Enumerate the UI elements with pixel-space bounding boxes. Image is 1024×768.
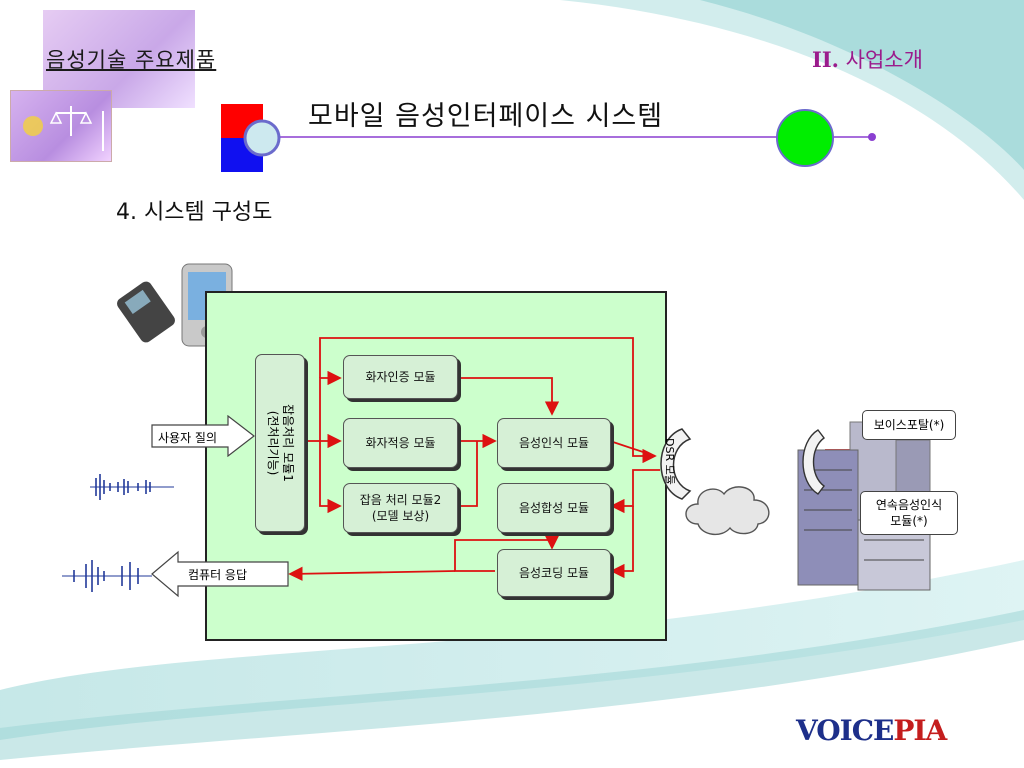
dsr-module-shape [660, 428, 692, 500]
speech-recognition-module: 음성인식 모듈 [497, 418, 611, 468]
output-waveform [62, 560, 152, 592]
network-cloud-icon [685, 486, 770, 535]
continuous-recognition-line2: 모듈(*) [890, 514, 928, 528]
dsr-module-label: DSR 모듈 [663, 438, 676, 485]
continuous-recognition-line1: 연속음성인식 [875, 498, 943, 512]
logo-pia: PIA [893, 714, 947, 747]
noise-module-2-line1: 잡음 처리 모듈2 [359, 493, 442, 507]
scales-icon [23, 106, 104, 151]
chapter-label: II. 사업소개 [812, 44, 923, 74]
speaker-auth-module: 화자인증 모듈 [343, 355, 458, 399]
noise-module-1: 잡음처리 모듈1 (전처리기능) [255, 354, 305, 532]
speech-synthesis-module: 음성합성 모듈 [497, 483, 611, 533]
header-photo-bottom [10, 90, 112, 162]
section-title: 음성기술 주요제품 [46, 48, 217, 72]
computer-response-arrow [151, 550, 289, 598]
subheading: 4. 시스템 구성도 [116, 200, 273, 225]
chapter-title: 사업소개 [845, 48, 923, 72]
title-underline [243, 109, 876, 167]
speech-coding-module: 음성코딩 모듈 [497, 549, 611, 597]
speaker-adapt-module: 화자적응 모듈 [343, 418, 458, 468]
noise-module-1-label: 잡음처리 모듈1 (전처리기능) [265, 404, 295, 482]
slide-title: 모바일 음성인터페이스 시스템 [308, 101, 664, 132]
noise-module-2-line2: (모델 보상) [371, 509, 430, 523]
continuous-recognition-module: 연속음성인식 모듈(*) [860, 491, 958, 535]
user-query-arrow [151, 415, 255, 457]
noise-module-2: 잡음 처리 모듈2 (모델 보상) [343, 483, 458, 533]
noise-module-1-line2: (전처리기능) [266, 410, 280, 476]
voicepia-logo: VOICEPIA [796, 714, 947, 747]
user-query-label: 사용자 질의 [158, 431, 218, 445]
logo-voice: VOICE [796, 714, 894, 747]
voice-portal-module: 보이스포탈(*) [862, 410, 956, 440]
chapter-number: II. [812, 47, 839, 72]
noise-module-1-line1: 잡음처리 모듈1 [281, 404, 295, 482]
computer-response-label: 컴퓨터 응답 [188, 568, 248, 582]
input-waveform [90, 474, 174, 500]
